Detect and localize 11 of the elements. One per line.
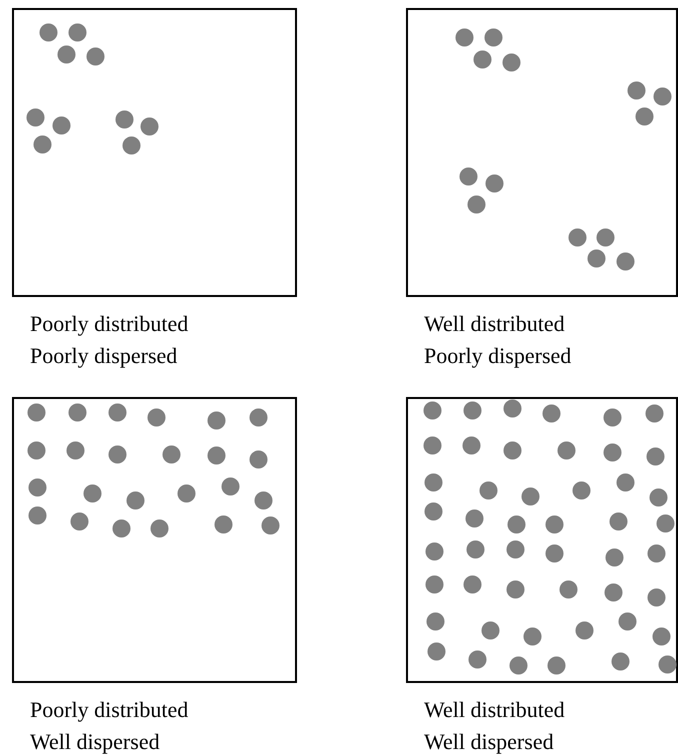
caption-text: Poorly dispersed [30,343,178,369]
panel-box [12,397,297,683]
panel-box [12,8,297,297]
caption-text: Poorly dispersed [424,343,572,369]
caption-text: Well distributed [424,697,565,723]
caption-text: Well dispersed [30,729,160,755]
caption-text: Poorly distributed [30,697,188,723]
caption-text: Well distributed [424,311,565,337]
caption-text: Well dispersed [424,729,554,755]
caption-text: Poorly distributed [30,311,188,337]
panel-box [406,8,678,297]
